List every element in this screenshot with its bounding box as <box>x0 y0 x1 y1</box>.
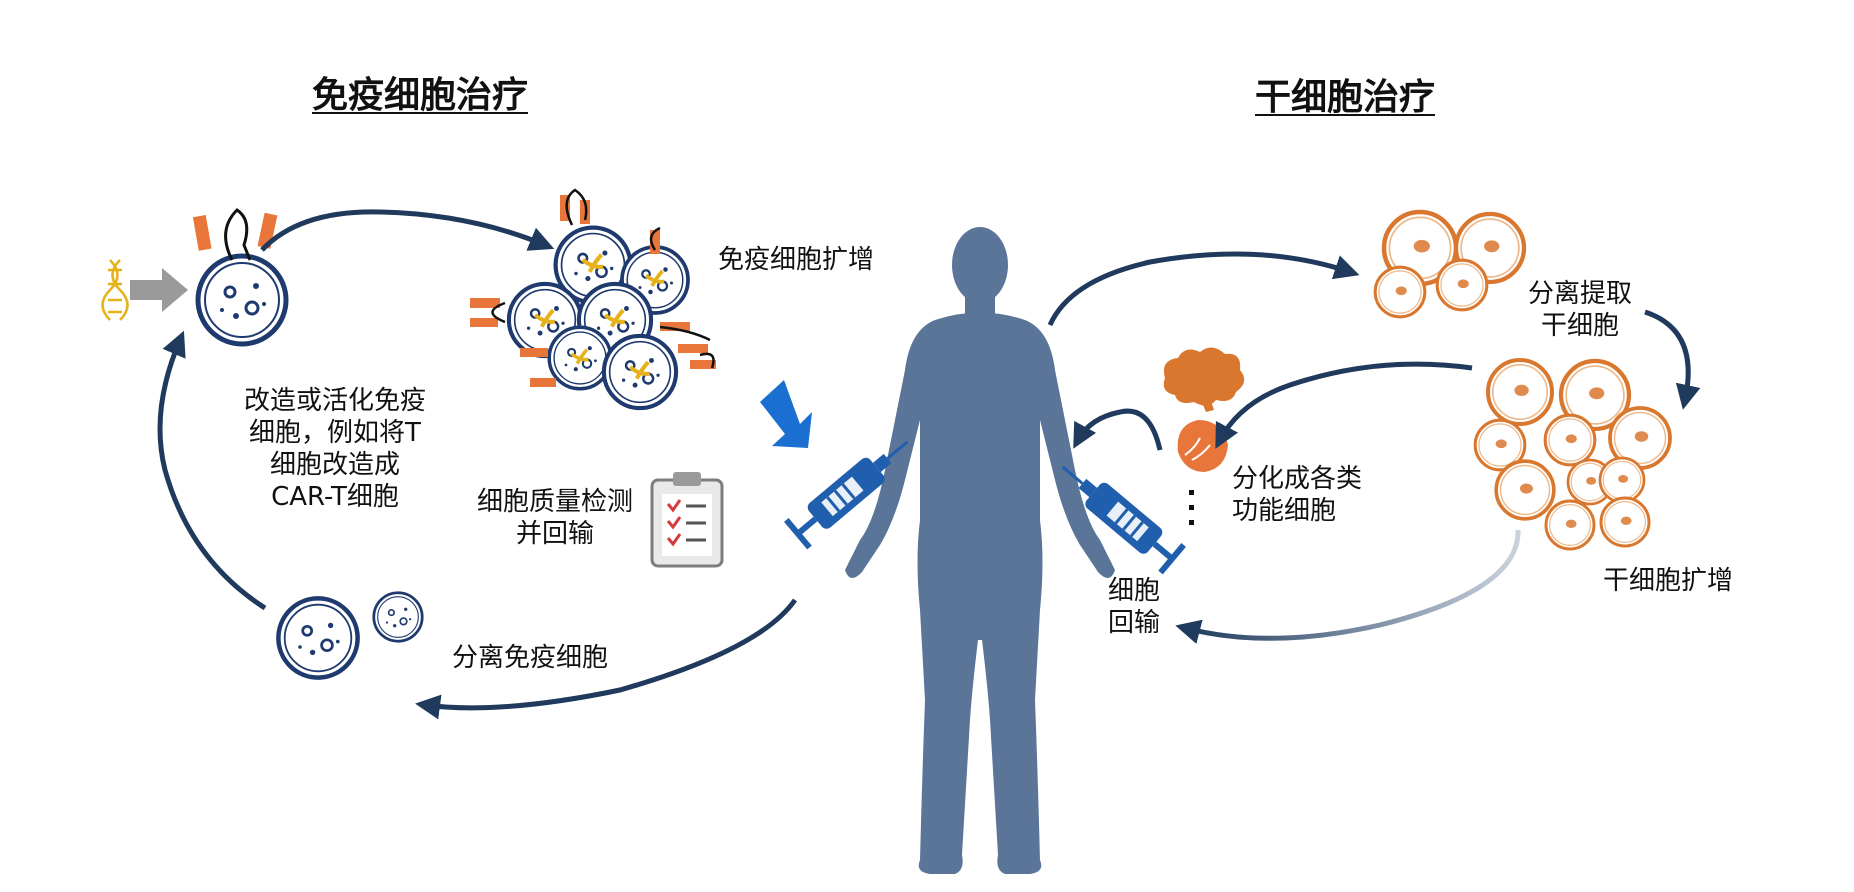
expanded-stem-cells <box>1473 360 1672 551</box>
qc-line-1: 细胞质量检测 <box>476 487 633 517</box>
stem-therapy-title: 干细胞治疗 <box>1255 77 1436 118</box>
immune-therapy-title: 免疫细胞治疗 <box>312 75 529 116</box>
stem-isolate-line-2: 干细胞 <box>1540 311 1619 341</box>
human-silhouette <box>845 227 1115 874</box>
more-types-dots-icon <box>1189 490 1194 525</box>
stem-isolate-line-1: 分离提取 <box>1527 279 1632 309</box>
isolated-stem-cells <box>1373 212 1524 319</box>
differentiate-line-2: 功能细胞 <box>1232 496 1337 526</box>
qc-line-2: 并回输 <box>515 519 594 549</box>
stem-reinfusion-arrow <box>1175 529 1521 644</box>
immune-isolate-label: 分离免疫细胞 <box>452 643 609 673</box>
reinfuse-line-2: 回输 <box>1108 608 1161 638</box>
brain-icon <box>1163 347 1245 412</box>
immune-modify-label: 改造或活化免疫 细胞，例如将T 细胞改造成 CAR-T细胞 <box>235 385 435 513</box>
immune-cycle-arrows <box>157 209 798 720</box>
isolated-immune-cells <box>278 591 424 678</box>
reinfuse-label: 细胞 回输 <box>1108 575 1160 639</box>
quality-check-label: 细胞质量检测 并回输 <box>465 486 645 550</box>
checklist-icon <box>650 472 724 568</box>
organ-icon <box>1177 420 1228 472</box>
differentiate-label: 分化成各类 功能细胞 <box>1232 463 1362 527</box>
gray-arrow-icon <box>130 268 188 312</box>
stem-isolate-label: 分离提取 干细胞 <box>1515 278 1645 342</box>
stem-cycle-arrows <box>1047 251 1701 451</box>
stem-expand-label: 干细胞扩增 <box>1603 566 1734 596</box>
dna-icon <box>101 259 129 321</box>
reinfuse-line-1: 细胞 <box>1108 576 1161 606</box>
modify-line-3: 细胞改造成 <box>269 450 400 480</box>
modify-line-2: 细胞，例如将T <box>249 418 421 448</box>
modify-line-4: CAR-T细胞 <box>271 482 399 512</box>
immune-expand-label: 免疫细胞扩增 <box>718 245 875 275</box>
modified-immune-cell <box>192 208 286 344</box>
differentiate-line-1: 分化成各类 <box>1232 464 1363 494</box>
blue-arrow-icon <box>760 380 812 448</box>
immune-cell-cluster <box>470 188 716 408</box>
modify-line-1: 改造或活化免疫 <box>243 386 426 416</box>
